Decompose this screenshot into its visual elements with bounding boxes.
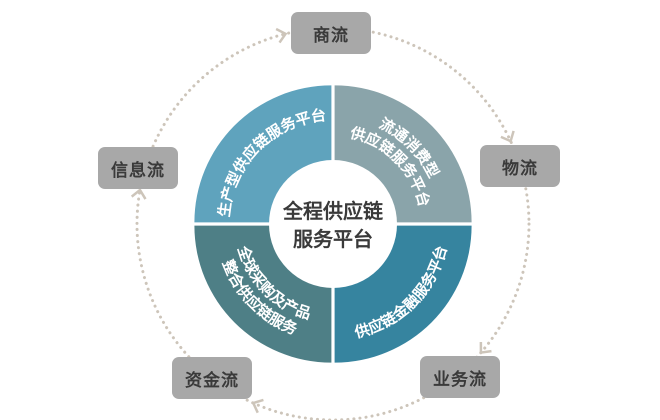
arrowhead-icon — [130, 188, 147, 200]
flow-box-business: 业务流 — [420, 356, 500, 398]
flow-label: 业务流 — [433, 369, 487, 390]
segment-circulation-platform — [334, 85, 472, 223]
flow-box-commerce: 商流 — [291, 12, 371, 54]
flow-arrows — [130, 27, 515, 414]
center-title-line1: 全程供应链 — [282, 199, 384, 223]
segment-procurement-platform — [194, 225, 332, 363]
center-circle — [269, 160, 397, 288]
segment-production-platform — [194, 85, 332, 223]
center-title-line2: 服务平台 — [293, 227, 373, 251]
flow-label: 资金流 — [185, 370, 239, 391]
segment-finance-platform — [334, 225, 472, 363]
flow-label: 物流 — [502, 158, 538, 179]
flow-box-logistics: 物流 — [480, 145, 560, 187]
arrowhead-icon — [500, 130, 515, 143]
flow-label: 商流 — [313, 25, 349, 46]
flow-box-capital: 资金流 — [172, 357, 252, 399]
flow-box-information: 信息流 — [98, 147, 178, 189]
arrowhead-icon — [479, 341, 492, 355]
arrowhead-icon — [251, 398, 264, 414]
flow-label: 信息流 — [111, 160, 165, 181]
flow-ring — [135, 26, 531, 420]
arrowhead-icon — [275, 27, 288, 44]
